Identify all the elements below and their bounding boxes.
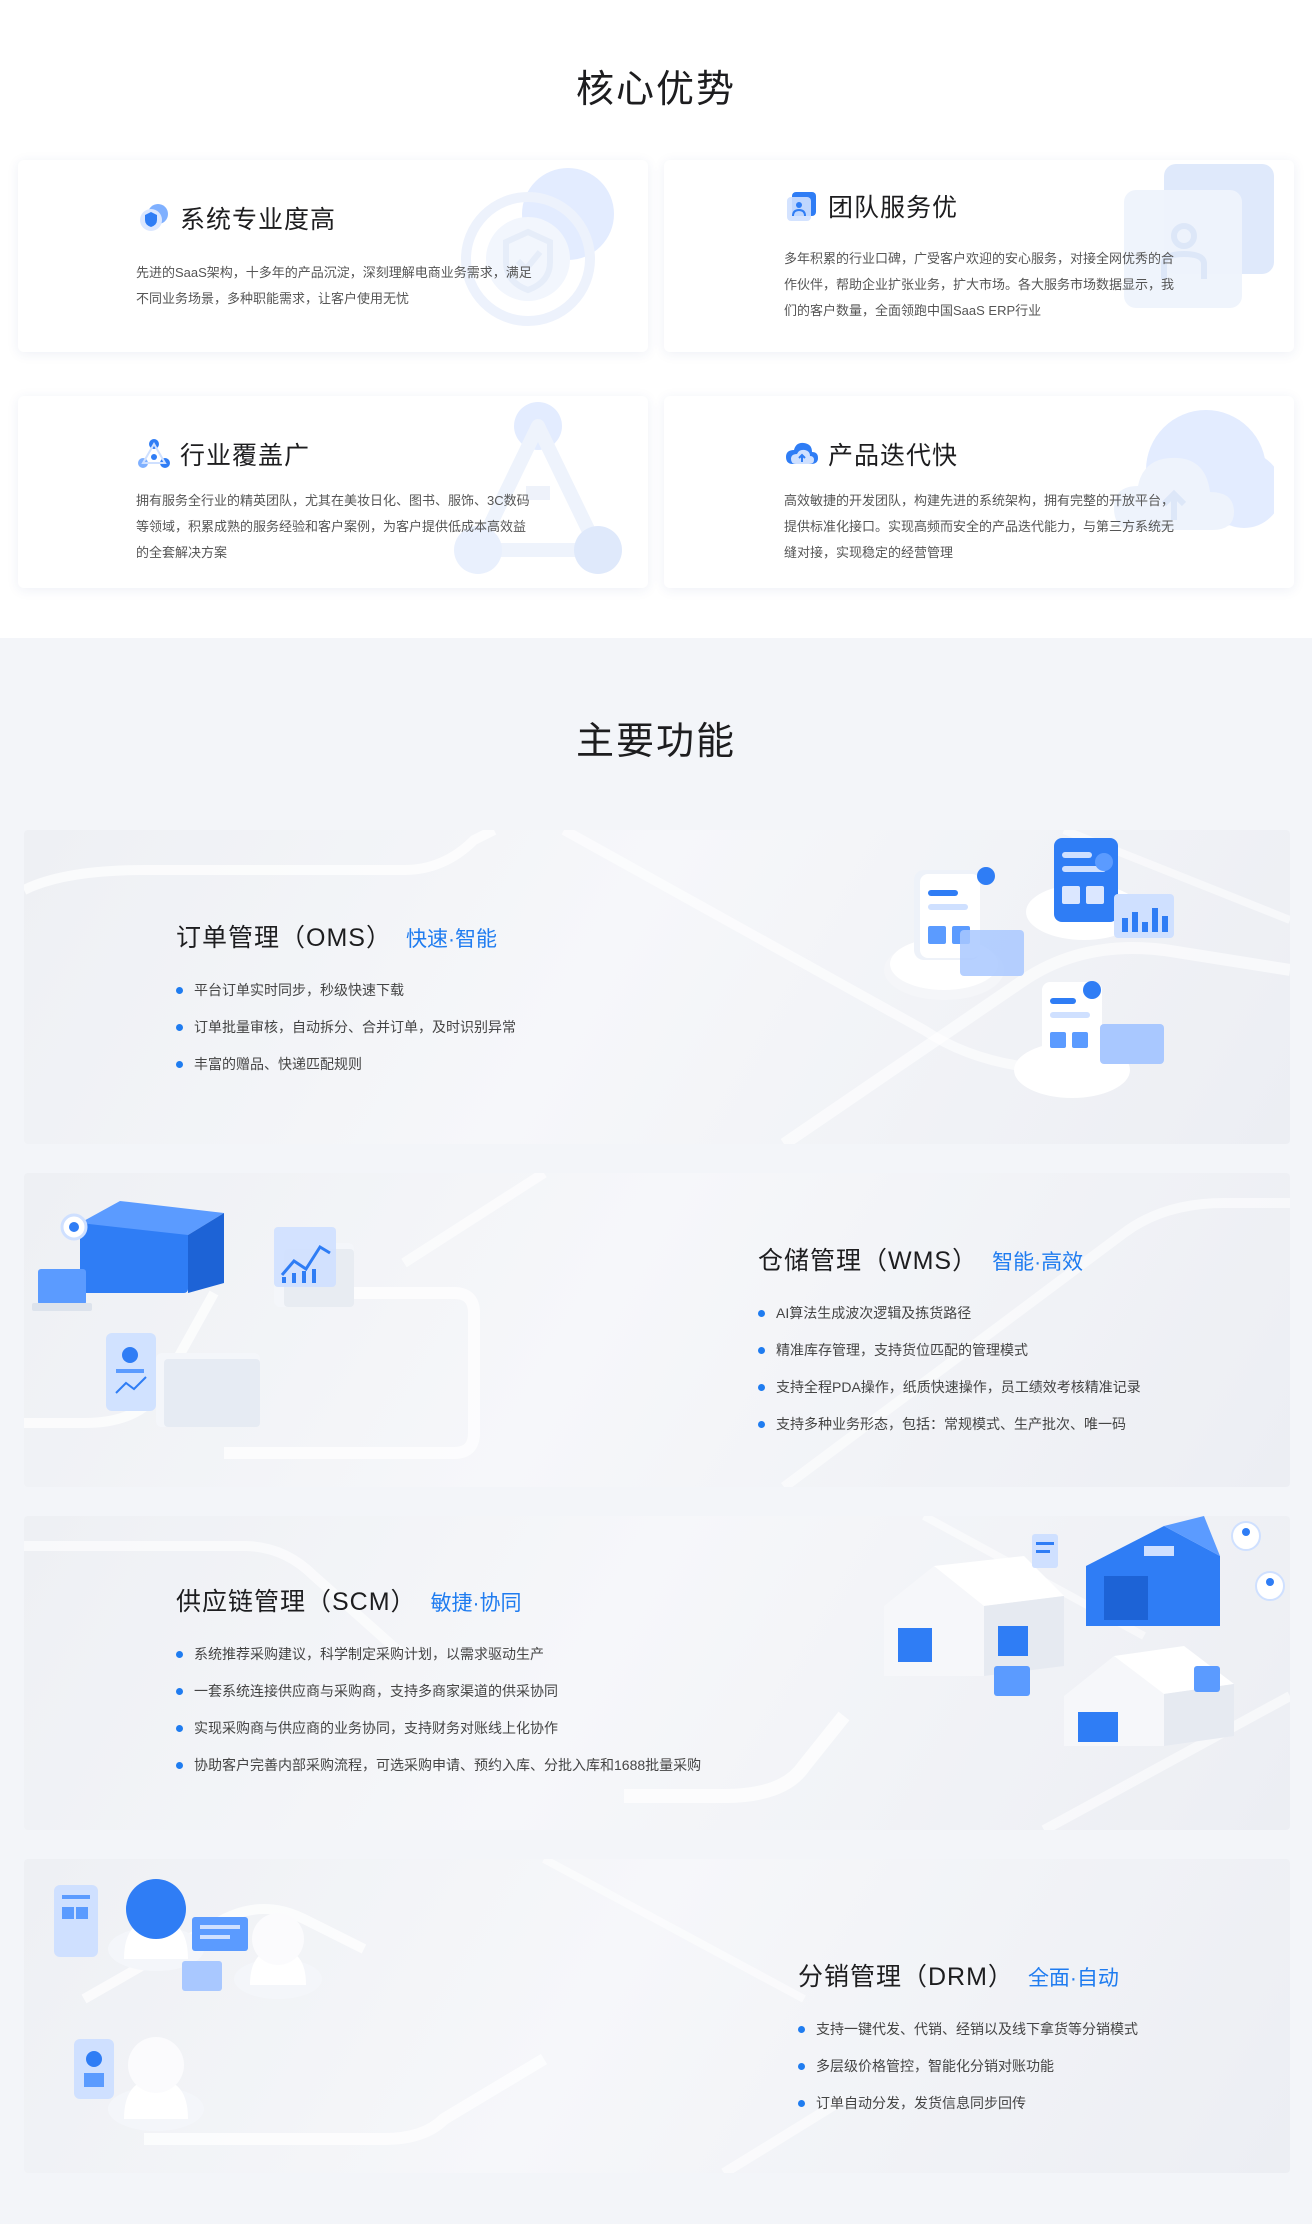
- advantage-desc: 先进的SaaS架构，十多年的产品沉淀，深刻理解电商业务需求，满足不同业务场景，多…: [136, 265, 532, 306]
- features-section: 主要功能 订单管理（OMS） 快速·智能 平台订单实时同步，秒级快速下载 订单批…: [0, 638, 1312, 2224]
- cloud-deco-icon: [1114, 410, 1274, 530]
- feature-point: 精准库存管理，支持货位匹配的管理模式: [758, 1340, 1141, 1377]
- feature-point: 一套系统连接供应商与采购商，支持多商家渠道的供采协同: [176, 1681, 701, 1718]
- feature-tag: 智能·高效: [992, 1251, 1084, 1274]
- advantage-desc: 多年积累的行业口碑，广受客户欢迎的安心服务，对接全网优秀的合作伙伴，帮助企业扩张…: [784, 251, 1175, 318]
- cloud-icon: [786, 442, 818, 464]
- feature-title: 分销管理（DRM）: [798, 1963, 1014, 1991]
- feature-card-scm: 供应链管理（SCM） 敏捷·协同 系统推荐采购建议，科学制定采购计划，以需求驱动…: [24, 1516, 1290, 1830]
- feature-points: 平台订单实时同步，秒级快速下载 订单批量审核，自动拆分、合并订单，及时识别异常 …: [176, 980, 516, 1091]
- feature-point: 多层级价格管控，智能化分销对账功能: [798, 2056, 1138, 2093]
- advantage-card-iteration: 产品迭代快 高效敏捷的开发团队，构建先进的系统架构，拥有完整的开放平台，提供标准…: [664, 396, 1294, 588]
- feature-tag: 快速·智能: [405, 928, 497, 951]
- feature-point: 支持全程PDA操作，纸质快速操作，员工绩效考核精准记录: [758, 1377, 1141, 1414]
- feature-point: 系统推荐采购建议，科学制定采购计划，以需求驱动生产: [176, 1644, 701, 1681]
- feature-card-oms: 订单管理（OMS） 快速·智能 平台订单实时同步，秒级快速下载 订单批量审核，自…: [24, 830, 1290, 1144]
- feature-text: 订单管理（OMS） 快速·智能 平台订单实时同步，秒级快速下载 订单批量审核，自…: [176, 918, 516, 1091]
- feature-text: 供应链管理（SCM） 敏捷·协同 系统推荐采购建议，科学制定采购计划，以需求驱动…: [176, 1582, 701, 1792]
- team-icon: [787, 192, 816, 221]
- advantage-title: 产品迭代快: [828, 442, 959, 470]
- feature-points: AI算法生成波次逻辑及拣货路径 精准库存管理，支持货位匹配的管理模式 支持全程P…: [758, 1303, 1141, 1451]
- feature-text: 分销管理（DRM） 全面·自动 支持一键代发、代销、经销以及线下拿货等分销模式 …: [798, 1957, 1138, 2130]
- advantage-title: 团队服务优: [828, 194, 959, 222]
- feature-title: 订单管理（OMS）: [176, 924, 392, 952]
- advantage-card-coverage: 行业覆盖广 拥有服务全行业的精英团队，尤其在美妆日化、图书、服饰、3C数码等领域…: [18, 396, 648, 588]
- feature-points: 系统推荐采购建议，科学制定采购计划，以需求驱动生产 一套系统连接供应商与采购商，…: [176, 1644, 701, 1792]
- feature-tag: 敏捷·协同: [430, 1592, 522, 1615]
- feature-point: 订单批量审核，自动拆分、合并订单，及时识别异常: [176, 1017, 516, 1054]
- feature-point: AI算法生成波次逻辑及拣货路径: [758, 1303, 1141, 1340]
- feature-title: 供应链管理（SCM）: [176, 1588, 417, 1616]
- advantage-desc: 拥有服务全行业的精英团队，尤其在美妆日化、图书、服饰、3C数码等领域，积累成熟的…: [136, 493, 530, 560]
- feature-point: 平台订单实时同步，秒级快速下载: [176, 980, 516, 1017]
- feature-point: 支持多种业务形态，包括：常规模式、生产批次、唯一码: [758, 1414, 1141, 1451]
- advantage-card-service: 团队服务优 多年积累的行业口碑，广受客户欢迎的安心服务，对接全网优秀的合作伙伴，…: [664, 160, 1294, 352]
- distribution-people-illustration: [54, 1879, 322, 2131]
- advantage-title: 行业覆盖广: [180, 442, 311, 470]
- feature-point: 实现采购商与供应商的业务协同，支持财务对账线上化协作: [176, 1718, 701, 1755]
- feature-points: 支持一键代发、代销、经销以及线下拿货等分销模式 多层级价格管控，智能化分销对账功…: [798, 2019, 1138, 2130]
- feature-point: 订单自动分发，发货信息同步回传: [798, 2093, 1138, 2130]
- feature-card-wms: 仓储管理（WMS） 智能·高效 AI算法生成波次逻辑及拣货路径 精准库存管理，支…: [24, 1173, 1290, 1487]
- shield-deco-icon: [461, 168, 614, 326]
- supply-houses-illustration: [884, 1516, 1285, 1746]
- feature-card-drm: 分销管理（DRM） 全面·自动 支持一键代发、代销、经销以及线下拿货等分销模式 …: [24, 1859, 1290, 2173]
- order-documents-illustration: [884, 838, 1174, 1098]
- advantages-section: 核心优势 系统专业度高 先进的SaaS架构，十多年的产品沉淀，深刻理解电商业务需…: [0, 0, 1312, 638]
- network-icon: [138, 439, 170, 468]
- feature-point: 丰富的赠品、快递匹配规则: [176, 1054, 516, 1091]
- advantages-title: 核心优势: [575, 69, 736, 111]
- feature-point: 支持一键代发、代销、经销以及线下拿货等分销模式: [798, 2019, 1138, 2056]
- shield-icon: [140, 204, 168, 231]
- feature-text: 仓储管理（WMS） 智能·高效 AI算法生成波次逻辑及拣货路径 精准库存管理，支…: [758, 1241, 1141, 1451]
- network-deco-icon: [454, 402, 622, 574]
- feature-tag: 全面·自动: [1027, 1967, 1119, 1990]
- advantage-desc: 高效敏捷的开发团队，构建先进的系统架构，拥有完整的开放平台，提供标准化接口。实现…: [784, 493, 1175, 560]
- team-deco-icon: [1124, 164, 1274, 308]
- feature-title: 仓储管理（WMS）: [758, 1247, 979, 1275]
- advantage-title: 系统专业度高: [180, 206, 337, 234]
- features-title: 主要功能: [575, 721, 736, 763]
- warehouse-illustration: [32, 1201, 354, 1427]
- advantage-card-professional: 系统专业度高 先进的SaaS架构，十多年的产品沉淀，深刻理解电商业务需求，满足不…: [18, 160, 648, 352]
- feature-point: 协助客户完善内部采购流程，可选采购申请、预约入库、分批入库和1688批量采购: [176, 1755, 701, 1792]
